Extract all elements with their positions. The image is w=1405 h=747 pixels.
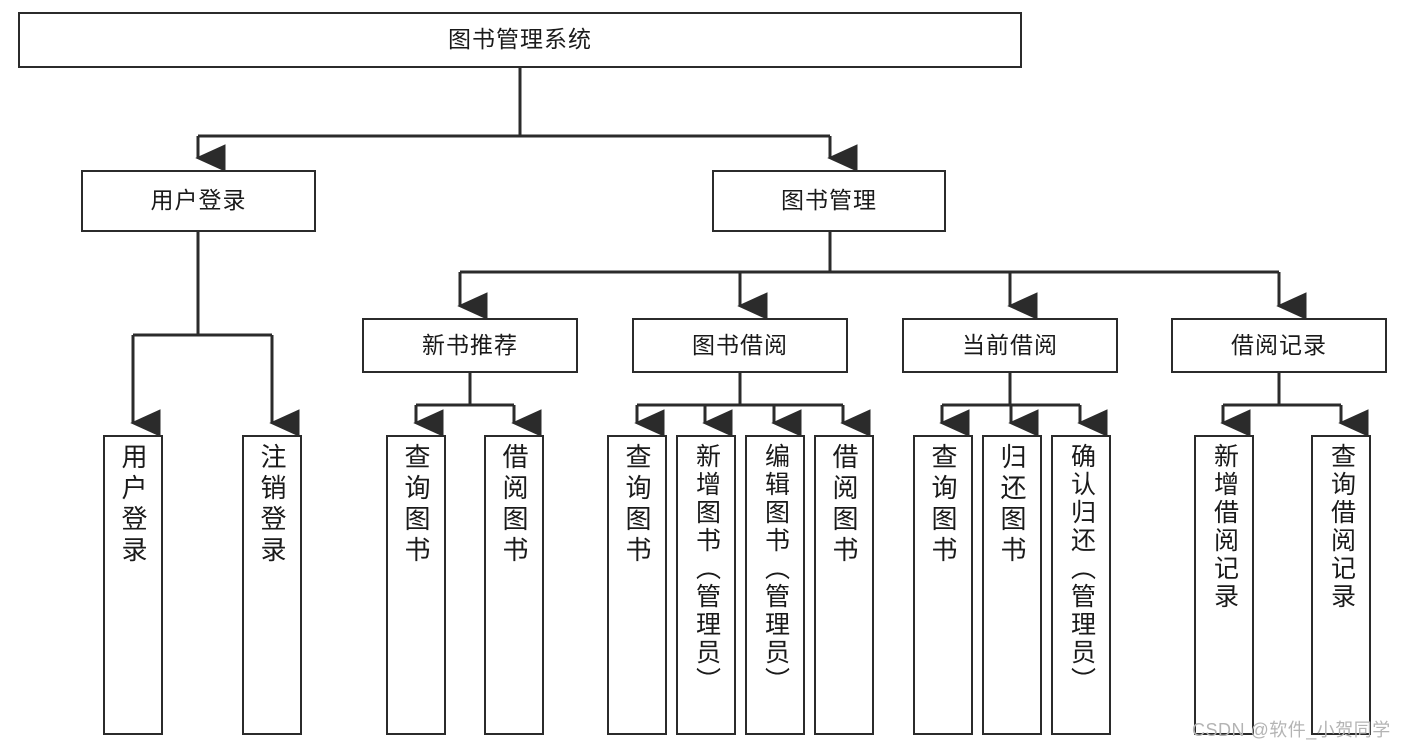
node-label: 图书管理 xyxy=(781,187,877,214)
node-label: 用户登录 xyxy=(150,187,247,214)
leaf-query-borrow-record[interactable]: 查询借阅记录 xyxy=(1311,435,1371,735)
node-root-system[interactable]: 图书管理系统 xyxy=(18,12,1022,68)
leaf-borrow-book[interactable]: 借阅图书 xyxy=(814,435,874,735)
node-book-borrow[interactable]: 图书借阅 xyxy=(632,318,848,373)
node-book-management[interactable]: 图书管理 xyxy=(712,170,946,232)
leaf-borrow-book-recommend[interactable]: 借阅图书 xyxy=(484,435,544,735)
leaf-user-login[interactable]: 用户登录 xyxy=(103,435,163,735)
node-label: 新增图书（管理员） xyxy=(692,443,721,695)
node-user-login[interactable]: 用户登录 xyxy=(81,170,316,232)
node-label: 图书管理系统 xyxy=(448,26,592,53)
node-borrow-record[interactable]: 借阅记录 xyxy=(1171,318,1387,373)
leaf-query-book-recommend[interactable]: 查询图书 xyxy=(386,435,446,735)
node-current-borrow[interactable]: 当前借阅 xyxy=(902,318,1118,373)
node-label: 编辑图书（管理员） xyxy=(761,443,790,695)
node-label: 当前借阅 xyxy=(962,331,1058,358)
node-label: 查询图书 xyxy=(401,443,431,567)
watermark-text: CSDN @软件_小贺同学 xyxy=(1192,720,1391,740)
leaf-add-borrow-record[interactable]: 新增借阅记录 xyxy=(1194,435,1254,735)
node-label: 注销登录 xyxy=(257,443,287,567)
leaf-user-logout[interactable]: 注销登录 xyxy=(242,435,302,735)
node-label: 图书借阅 xyxy=(692,331,788,358)
node-label: 借阅图书 xyxy=(499,443,529,567)
node-label: 查询图书 xyxy=(622,443,652,567)
node-new-book-recommend[interactable]: 新书推荐 xyxy=(362,318,578,373)
node-label: 借阅图书 xyxy=(829,443,859,567)
leaf-query-book-borrow[interactable]: 查询图书 xyxy=(607,435,667,735)
leaf-edit-book-admin[interactable]: 编辑图书（管理员） xyxy=(745,435,805,735)
leaf-query-book-current[interactable]: 查询图书 xyxy=(913,435,973,735)
leaf-return-book[interactable]: 归还图书 xyxy=(982,435,1042,735)
leaf-confirm-return-admin[interactable]: 确认归还（管理员） xyxy=(1051,435,1111,735)
node-label: 归还图书 xyxy=(997,443,1027,567)
node-label: 借阅记录 xyxy=(1231,331,1327,358)
node-label: 查询借阅记录 xyxy=(1327,443,1356,611)
node-label: 查询图书 xyxy=(928,443,958,567)
node-label: 新书推荐 xyxy=(422,331,518,358)
node-label: 用户登录 xyxy=(118,443,148,567)
leaf-add-book-admin[interactable]: 新增图书（管理员） xyxy=(676,435,736,735)
node-label: 确认归还（管理员） xyxy=(1067,443,1096,695)
node-label: 新增借阅记录 xyxy=(1210,443,1239,611)
